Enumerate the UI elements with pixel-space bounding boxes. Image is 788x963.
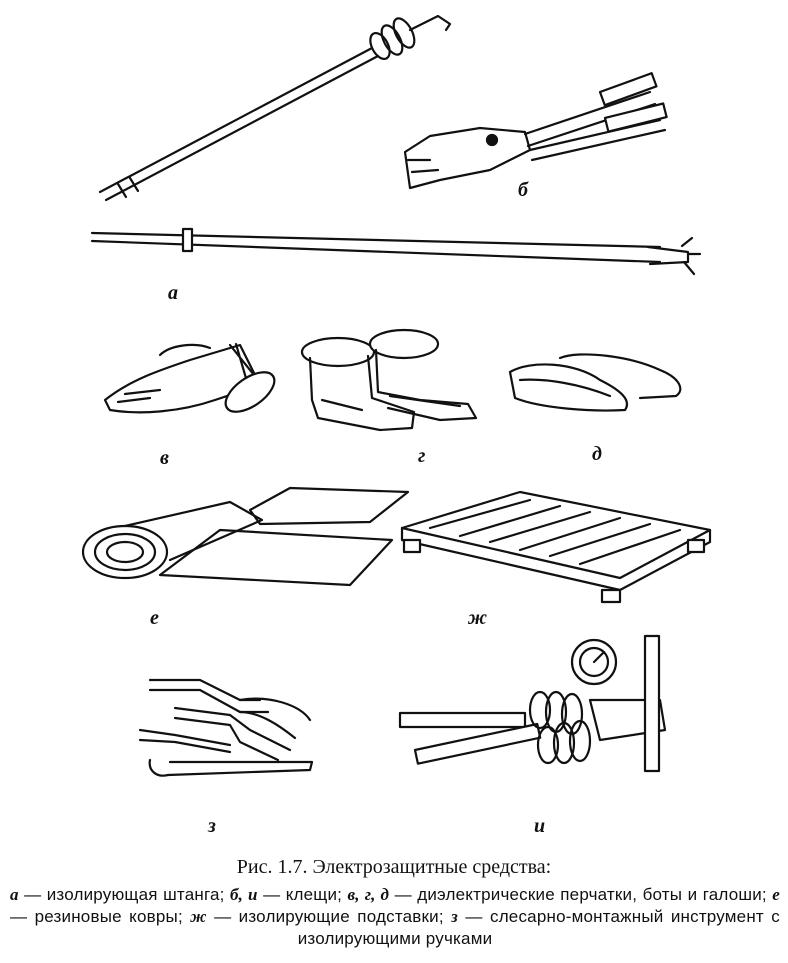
legend-text-3: — резиновые ковры; (10, 907, 191, 926)
legend-key-0: а (10, 885, 19, 904)
legend-key-2: в, г, д (347, 885, 390, 904)
label-b: б (518, 179, 528, 201)
dielectric-galoshes (508, 353, 682, 412)
legend-text-1: — клещи; (257, 885, 348, 904)
label-i: и (534, 815, 546, 837)
legend-key-1: б, и (229, 885, 258, 904)
legend-text-5: — слесарно-монтажный инструмент с изолир… (297, 907, 780, 948)
legend-key-5: з (451, 907, 458, 926)
legend-key-4: ж (190, 907, 207, 926)
label-d: д (592, 443, 602, 465)
label-a: а (168, 282, 178, 304)
legend-text-4: — изолирующие подставки; (206, 907, 452, 926)
label-zh: ж (468, 607, 488, 629)
label-e: е (150, 607, 159, 629)
label-g: г (418, 445, 426, 467)
label-v: в (160, 447, 169, 469)
pliers-with-gauge (398, 634, 667, 773)
figure-legend: а — изолирующая штанга; б, и — клещи; в,… (10, 884, 780, 950)
legend-text-0: — изолирующая штанга; (18, 885, 230, 904)
insulating-stand (400, 490, 712, 604)
label-z: з (208, 815, 216, 837)
legend-text-2: — диэлектрические перчатки, боты и галош… (389, 885, 773, 904)
insulating-rod-horizontal (90, 227, 702, 276)
insulated-tools (138, 678, 314, 777)
insulating-pliers (403, 72, 668, 190)
rubber-mats (81, 486, 410, 587)
dielectric-gloves (103, 342, 276, 414)
dielectric-boots (300, 328, 478, 432)
figure-caption: Рис. 1.7. Электрозащитные средства: (236, 856, 552, 878)
legend-key-3: е (772, 885, 780, 904)
insulating-rod-diagonal (98, 14, 452, 202)
